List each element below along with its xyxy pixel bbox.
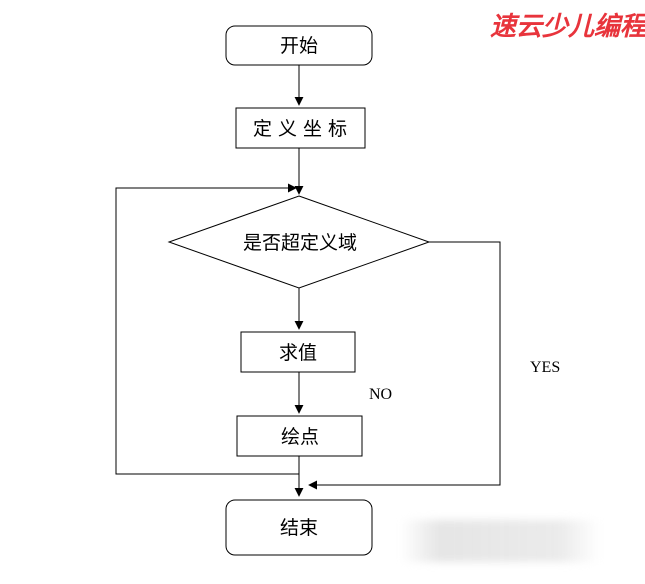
compute-label: 求值 bbox=[279, 342, 317, 364]
define-coords-node bbox=[235, 107, 366, 149]
blurred-region bbox=[400, 520, 600, 562]
decision-label: 是否超定义域 bbox=[243, 232, 357, 254]
define-coords-label: 定 义 坐 标 bbox=[253, 118, 347, 140]
plot-label: 绘点 bbox=[281, 426, 319, 448]
yes-branch-line bbox=[308, 241, 501, 490]
compute-node bbox=[240, 331, 356, 373]
yes-label: YES bbox=[530, 359, 560, 376]
start-label: 开始 bbox=[280, 35, 318, 57]
end-label: 结束 bbox=[280, 517, 318, 539]
end-node bbox=[225, 499, 373, 556]
no-label: NO bbox=[369, 386, 392, 403]
loop-back-line bbox=[115, 183, 299, 475]
watermark-logo: 速云少儿编程 bbox=[490, 12, 645, 42]
